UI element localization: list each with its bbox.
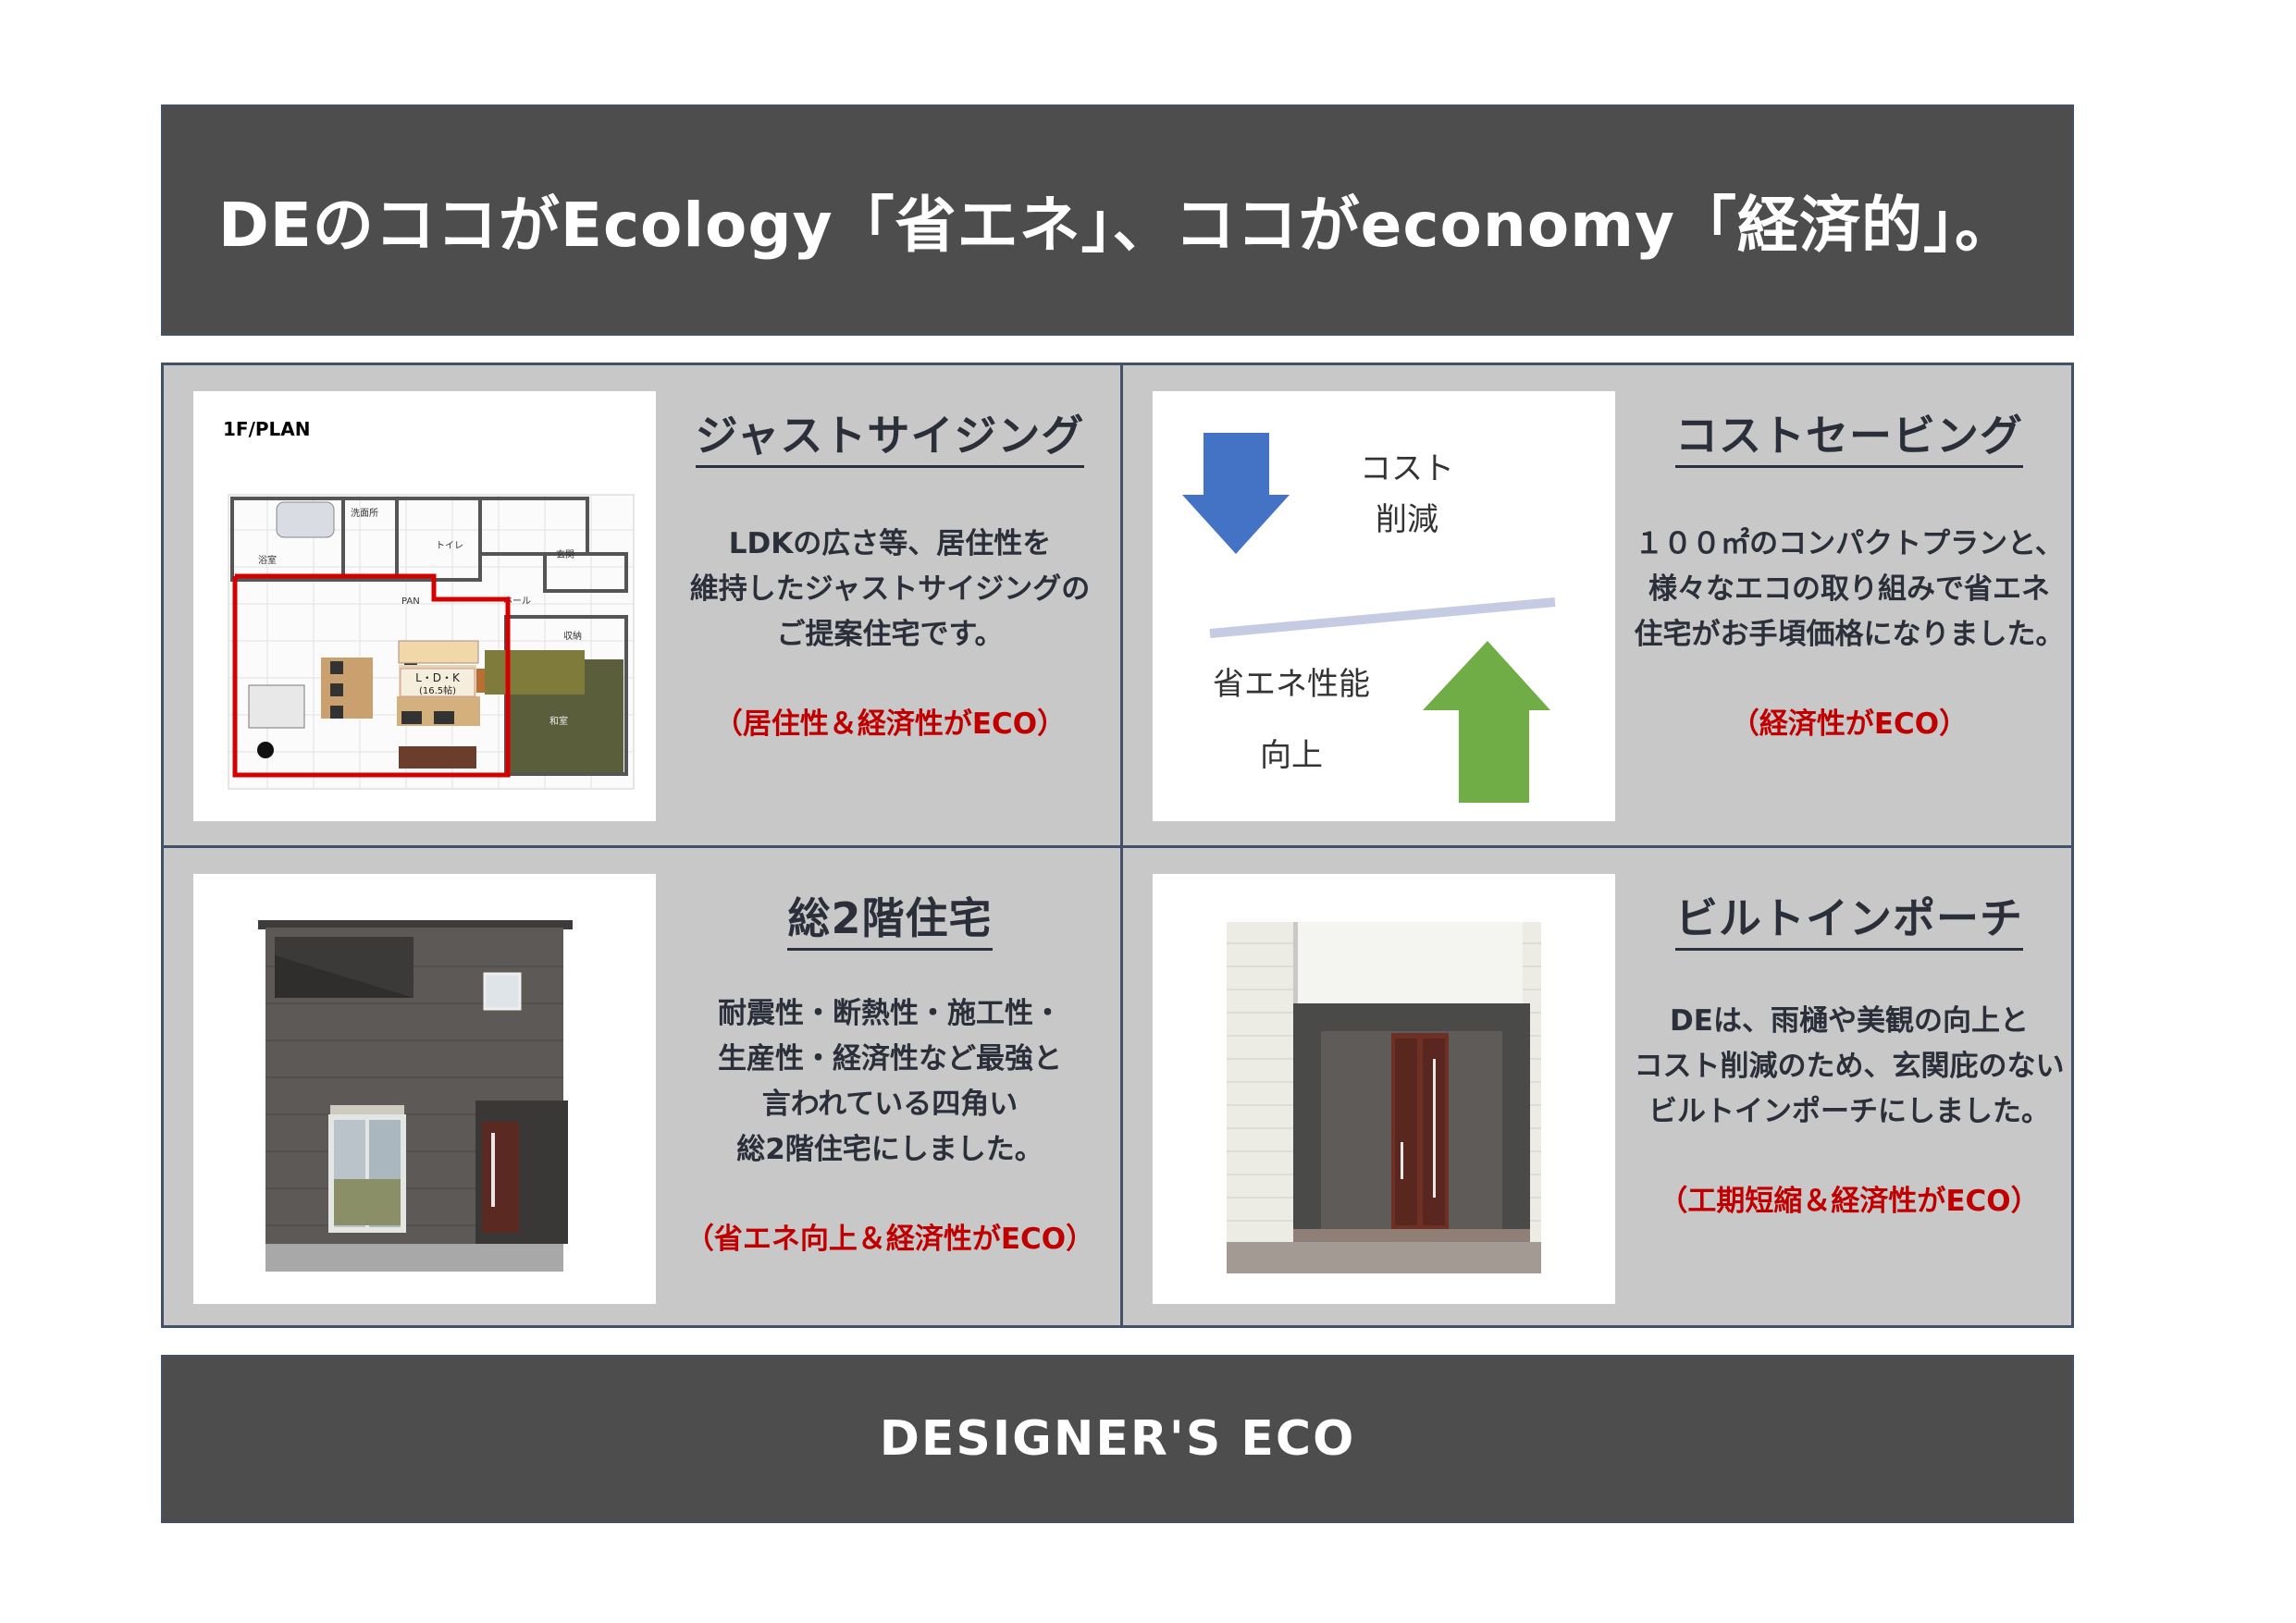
body-line: コスト削減のため、玄関庇のない [1634,1050,2065,1083]
body-line: ご提案住宅です。 [776,618,1004,651]
up-arrow-icon [1423,641,1550,803]
room-label: 洗面所 [351,508,378,519]
room-label: 浴室 [258,554,277,566]
body-line: 言われている四角い [761,1088,1018,1121]
panel-title: ジャストサイジング [695,402,1085,468]
house-exterior-image [193,874,656,1304]
body-line: ビルトインポーチにしました。 [1648,1095,2050,1128]
footer-banner: DESIGNER'S ECO [161,1355,2074,1523]
cost-diagram: コスト 削減 省エネ性能 向上 [1153,391,1615,821]
panel-just-sizing: 1F/PLAN [164,365,1117,845]
down-arrow-icon [1182,433,1290,554]
cost-label-2: 削減 [1376,501,1438,538]
panel-body: 耐震性・断熱性・施工性・ 生産性・経済性など最強と 言われている四角い 総2階住… [668,991,1112,1173]
body-line: １００㎡のコンパクトプランと、 [1635,527,2064,560]
body-line: 総2階住宅にしました。 [736,1133,1043,1166]
panel-body: １００㎡のコンパクトプランと、 様々なエコの取り組みで省エネ 住宅がお手頃価格に… [1627,522,2071,658]
body-line: 様々なエコの取り組みで省エネ [1648,572,2050,606]
trend-line [1209,597,1556,638]
page-title: DEのココがEcology「省エネ」、ココがeconomy「経済的」。 [217,190,2017,261]
panel-text: 総2階住宅 耐震性・断熱性・施工性・ 生産性・経済性など最強と 言われている四角… [668,848,1112,1328]
cost-label-1: コスト [1360,450,1454,487]
body-line: LDKの広さ等、居住性を [728,527,1052,560]
panel-body: LDKの広さ等、居住性を 維持したジャストサイジングの ご提案住宅です。 [668,522,1112,658]
panel-tag: （工期短縮＆経済性がECO） [1659,1185,2040,1218]
header-banner: DEのココがEcology「省エネ」、ココがeconomy「経済的」。 [161,105,2074,336]
feature-grid: 1F/PLAN [161,363,2074,1328]
panel-tag: （経済性がECO） [1730,707,1969,741]
room-label: PAN [401,596,420,607]
body-line: DEは、雨樋や美観の向上と [1670,1004,2029,1038]
panel-text: ビルトインポーチ DEは、雨樋や美観の向上と コスト削減のため、玄関庇のない ビ… [1627,848,2071,1328]
ldk-label: L・D・K [415,671,461,684]
panel-body: DEは、雨樋や美観の向上と コスト削減のため、玄関庇のない ビルトインポーチにし… [1627,999,2071,1135]
body-line: 耐震性・断熱性・施工性・ [718,997,1062,1030]
grid-divider-horizontal [164,845,2071,848]
room-label: 和室 [549,715,568,727]
ldk-highlight [232,573,511,778]
room-label: トイレ [436,541,463,551]
panel-title: コストセービング [1675,402,2023,468]
body-line: 住宅がお手頃価格になりました。 [1634,618,2065,651]
panel-title: ビルトインポーチ [1675,885,2023,951]
panel-tag: （省エネ向上＆経済性がECO） [685,1223,1095,1256]
footer-text: DESIGNER'S ECO [879,1411,1356,1467]
room-label: 玄関 [556,548,574,560]
panel-builtin-porch: ビルトインポーチ DEは、雨樋や美観の向上と コスト削減のため、玄関庇のない ビ… [1123,848,2077,1328]
body-line: 生産性・経済性など最強と [718,1042,1062,1076]
panel-title: 総2階住宅 [787,885,993,951]
eco-label-2: 向上 [1260,737,1323,774]
porch-image [1153,874,1615,1304]
ldk-size: (16.5帖) [419,684,456,696]
body-line: 維持したジャストサイジングの [689,572,1091,606]
eco-label-1: 省エネ性能 [1213,666,1370,703]
panel-cost-saving: コスト 削減 省エネ性能 向上 コストセービング １００㎡のコンパクトプランと、… [1123,365,2077,845]
room-label: 収納 [563,630,582,642]
floor-plan-image: 1F/PLAN [193,391,656,821]
panel-two-story: 総2階住宅 耐震性・断熱性・施工性・ 生産性・経済性など最強と 言われている四角… [164,848,1117,1328]
plan-label: 1F/PLAN [223,418,311,440]
panel-text: コストセービング １００㎡のコンパクトプランと、 様々なエコの取り組みで省エネ … [1627,365,2071,845]
panel-text: ジャストサイジング LDKの広さ等、居住性を 維持したジャストサイジングの ご提… [668,365,1112,845]
panel-tag: （居住性＆経済性がECO） [713,707,1067,741]
